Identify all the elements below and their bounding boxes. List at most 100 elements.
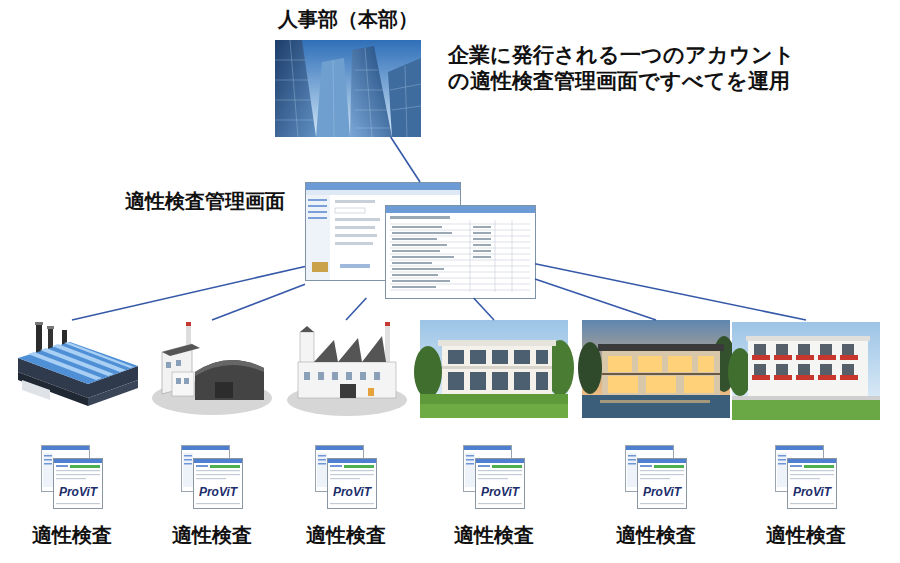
apartment-photo — [820, 364, 832, 376]
factory-illustration — [52, 344, 126, 372]
node-label: 適性検査管理画面 — [125, 188, 285, 214]
management-screenshots — [390, 272, 530, 273]
factory-illustration — [186, 322, 191, 326]
apartment-photo — [414, 346, 442, 398]
apartment-photo — [818, 355, 836, 360]
management-screenshots — [340, 264, 370, 268]
headquarters-node: 人事部（本部） — [274, 6, 422, 137]
apartment-photo — [776, 364, 788, 376]
villa-photo — [698, 356, 714, 372]
apartment-photo — [732, 396, 880, 420]
apartment-photo — [752, 355, 770, 360]
management-screenshots — [335, 242, 373, 245]
site-node: 適性検査 — [284, 320, 408, 548]
management-screenshots — [308, 205, 327, 207]
factory-illustration — [374, 372, 380, 380]
site-node: 適性検査 — [732, 320, 880, 548]
connector-line — [474, 298, 494, 320]
connector-line — [391, 137, 420, 182]
factory-illustration — [385, 322, 390, 362]
node-label: 適性検査 — [616, 522, 696, 548]
site-node: 適性検査 — [150, 320, 274, 548]
management-screenshots — [392, 226, 491, 288]
hq-building-photo — [290, 40, 298, 137]
management-screenshots — [306, 190, 460, 195]
management-screenshots — [308, 199, 327, 201]
apartment-photo — [728, 322, 880, 420]
management-screenshots — [392, 226, 442, 228]
apartment-photo — [754, 364, 766, 376]
management-screenshots — [335, 226, 375, 229]
hq-building-photo — [275, 80, 308, 81]
apartment-photo — [752, 355, 858, 380]
management-screenshots — [335, 234, 377, 237]
logo-text: ProViT — [788, 485, 836, 499]
management-screenshots — [306, 183, 460, 190]
test-screen-icons — [42, 446, 103, 509]
hq-building-photo — [275, 40, 316, 137]
apartment-photo — [774, 355, 792, 360]
logo-text: ProViT — [328, 485, 376, 499]
management-screen-node: 適性検査管理画面 — [305, 182, 535, 298]
apartment-photo — [414, 320, 574, 418]
villa-photo — [582, 395, 730, 418]
management-screenshots — [390, 278, 530, 279]
villa-photo — [578, 320, 736, 418]
villa-photo — [684, 376, 714, 393]
management-screenshots — [392, 262, 432, 264]
apartment-photo — [752, 375, 770, 380]
factory-illustration — [195, 360, 264, 376]
management-screenshots — [392, 280, 450, 282]
villa-photo — [602, 373, 720, 375]
apartment-photo — [492, 372, 508, 390]
hq-building-photo — [275, 100, 311, 101]
management-screenshots — [390, 216, 450, 219]
factory-illustration — [166, 362, 171, 368]
factory-illustration — [215, 382, 233, 398]
apartment-photo — [448, 350, 464, 364]
factory-illustration — [304, 372, 380, 380]
apartment-photo — [840, 375, 858, 380]
factory-illustration — [195, 360, 264, 400]
apartment-photo — [842, 344, 854, 356]
hq-building-photo — [275, 40, 421, 137]
logo-text: ProViT — [476, 485, 524, 499]
hq-building-photo — [355, 128, 390, 129]
management-screenshots — [306, 195, 330, 280]
connector-line — [212, 284, 305, 320]
hq-building-photo — [355, 110, 387, 111]
apartment-photo — [746, 336, 870, 341]
management-screenshots — [473, 244, 491, 246]
villa-photo — [608, 356, 632, 372]
management-screenshots — [390, 242, 530, 243]
apartment-photo — [820, 344, 832, 356]
site-node: 適性検査 — [420, 320, 568, 548]
apartment-photo — [776, 344, 788, 356]
factory-illustration — [300, 326, 314, 332]
logo-text: ProViT — [54, 485, 102, 499]
test-screen-icons — [42, 446, 837, 509]
villa-photo — [602, 351, 720, 395]
factory-illustration — [346, 372, 352, 380]
factory-illustration — [362, 336, 386, 362]
connector-line — [72, 266, 305, 320]
node-label: 適性検査 — [32, 522, 112, 548]
factory-illustration — [152, 322, 272, 415]
management-screenshots — [473, 226, 491, 228]
apartment-photo — [470, 372, 486, 390]
villa-photo — [582, 320, 730, 418]
factory-illustration — [176, 378, 181, 384]
apartment-photo — [420, 404, 568, 418]
hq-building-photo — [388, 58, 421, 137]
management-screenshots — [392, 286, 436, 288]
villa-photo — [668, 356, 692, 372]
factory-illustration — [360, 372, 366, 380]
management-screenshots — [473, 238, 491, 240]
management-screenshots — [386, 206, 535, 213]
factory-illustration — [64, 342, 134, 368]
factory-illustration — [314, 340, 338, 362]
management-screenshots — [392, 232, 452, 234]
factory-illustration — [18, 342, 138, 384]
